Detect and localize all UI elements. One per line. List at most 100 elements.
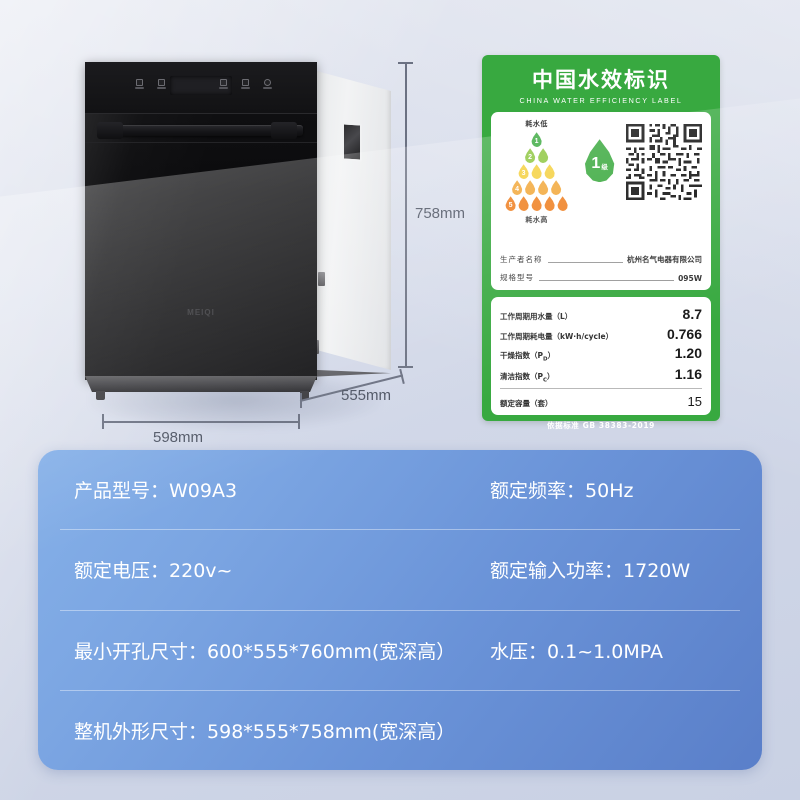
spec-frequency-label: 额定频率：: [490, 480, 586, 503]
spec-row-4: 整机外形尺寸：598*555*758mm(宽深高）: [60, 691, 740, 770]
spec-frequency-value: 50Hz: [585, 480, 634, 503]
label-spec-name: 干燥指数（PD）: [500, 351, 556, 363]
width-dimension-line: [102, 421, 299, 423]
water-drop-grade: 2: [528, 153, 533, 161]
manufacturer-label: 规格型号: [500, 273, 534, 283]
width-dimension-tick: [102, 414, 104, 429]
option-button-icon: [217, 79, 229, 93]
spec-row-2: 额定电压：220v~ 额定输入功率：1720W: [60, 530, 740, 611]
manufacturer-rule: [539, 280, 675, 282]
grade-badge-unit: 级: [601, 163, 608, 172]
product-photo: MEIQI 758mm 598mm 555mm: [60, 40, 465, 446]
start-button-icon: [261, 79, 273, 93]
power-button-icon: [133, 79, 145, 93]
spec-voltage-value: 220v~: [169, 560, 233, 583]
water-drop-grade: 5: [508, 201, 513, 209]
spec-row-1: 产品型号：W09A3 额定频率：50Hz: [60, 450, 740, 531]
label-spec-name: 工作周期耗电量（kW·h/cycle）: [500, 331, 614, 341]
water-drop-icon: [550, 180, 562, 195]
spec-water-pressure-value: 0.1~1.0MPA: [547, 640, 664, 663]
depth-dimension-label: 555mm: [341, 387, 392, 404]
manufacturer-row: 生产者名称 杭州名气电器有限公司: [500, 254, 702, 265]
pyramid-row: 2: [505, 148, 569, 163]
spec-model-label: 产品型号：: [74, 480, 170, 503]
water-drop-grade: 1: [534, 137, 539, 145]
water-drop-icon: [544, 196, 556, 211]
water-drop-icon: [544, 164, 556, 179]
qr-code-icon: [626, 124, 702, 201]
spec-overall-size-value: 598*555*758mm(宽深高）: [207, 720, 456, 743]
height-dimension-tick: [398, 366, 413, 368]
water-drop-icon: [537, 180, 549, 195]
grade-badge-area: 1 级: [573, 119, 626, 247]
spec-frequency: 额定频率：50Hz: [490, 476, 633, 503]
water-drop-icon: [537, 148, 549, 163]
spec-model-value: W09A3: [169, 480, 238, 503]
spec-cutout: 最小开孔尺寸：600*555*760mm(宽深高）: [60, 637, 490, 664]
water-grade-badge: 1 级: [583, 139, 617, 182]
spec-water-pressure: 水压：0.1~1.0MPA: [490, 637, 663, 664]
height-dimension-tick: [398, 62, 413, 64]
label-spec-card: 工作周期用水量（L）8.7 工作周期耗电量（kW·h/cycle） 0.766 干燥指…: [491, 297, 711, 416]
water-drop-icon: [531, 196, 543, 211]
spec-power-value: 1720W: [623, 560, 691, 583]
brand-logo: MEIQI: [187, 308, 215, 317]
spec-model: 产品型号：W09A3: [60, 476, 490, 503]
pyramid-row: 1: [505, 132, 569, 147]
spec-water-pressure-label: 水压：: [490, 640, 548, 663]
water-drop-icon: [531, 164, 543, 179]
label-spec-value: 8.7: [682, 306, 702, 323]
adjustable-foot: [300, 391, 309, 400]
manufacturer-rule: [547, 262, 623, 264]
delay-button-icon: [239, 79, 251, 93]
dishwasher-plinth: [85, 376, 317, 392]
label-subtitle: CHINA WATER EFFICIENCY LABEL: [519, 96, 683, 106]
label-spec-value: 1.20: [674, 345, 702, 362]
width-dimension-label: 598mm: [153, 429, 204, 446]
door-handle: [99, 125, 303, 136]
side-vent-icon: [342, 122, 362, 162]
control-display: [170, 76, 232, 95]
door-handle-grip: [97, 122, 123, 139]
door-seam: [85, 142, 317, 143]
label-spec-value: 0.766: [666, 325, 702, 342]
spec-row-3: 最小开孔尺寸：600*555*760mm(宽深高） 水压：0.1~1.0MPA: [60, 611, 740, 691]
water-drop-icon: [557, 196, 569, 211]
spec-power: 额定输入功率：1720W: [490, 556, 690, 583]
spec-voltage-label: 额定电压：: [74, 560, 170, 583]
water-efficiency-label: 中国水效标识 CHINA WATER EFFICIENCY LABEL 耗水低 …: [482, 55, 720, 430]
spec-voltage: 额定电压：220v~: [60, 556, 490, 583]
dishwasher-side-panel: [313, 70, 391, 370]
pyramid-row: 5: [505, 196, 569, 211]
spec-overall-size: 整机外形尺寸：598*555*758mm(宽深高）: [60, 717, 455, 744]
manufacturer-value: 杭州名气电器有限公司: [627, 255, 702, 265]
water-drop-icon: [524, 180, 536, 195]
pyramid-bottom-caption: 耗水高: [525, 216, 548, 225]
qr-code-area: [626, 119, 702, 247]
label-standard-footer: 依据标准 GB 38383-2019: [547, 421, 655, 431]
height-dimension-line: [405, 62, 407, 367]
pyramid-row: 4: [505, 180, 569, 195]
water-drop-icon: 5: [505, 196, 517, 211]
label-spec-rows: 工作周期用水量（L）8.7 工作周期耗电量（kW·h/cycle） 0.766 干燥指…: [500, 306, 702, 384]
label-spec-row: 清洁指数（PC）1.16: [500, 366, 702, 384]
water-drop-icon: 2: [524, 148, 536, 163]
water-drop-icon: [518, 196, 530, 211]
label-spec-row: 工作周期耗电量（kW·h/cycle） 0.766: [500, 326, 702, 342]
label-title: 中国水效标识: [532, 68, 670, 92]
manufacturer-label: 生产者名称: [500, 255, 543, 265]
water-drop-icon: 3: [518, 164, 530, 179]
program-button-icon: [155, 79, 167, 93]
label-spec-row: 工作周期用水量（L）8.7: [500, 306, 702, 322]
door-hinge: [318, 272, 325, 286]
adjustable-foot: [96, 391, 105, 400]
capacity-row: 额定容量（套） 15: [500, 387, 702, 409]
spec-overall-size-label: 整机外形尺寸：: [74, 720, 208, 743]
pyramid-row: 3: [505, 164, 569, 179]
dishwasher-front-door: MEIQI: [85, 62, 317, 380]
depth-dimension-tick: [300, 393, 302, 408]
